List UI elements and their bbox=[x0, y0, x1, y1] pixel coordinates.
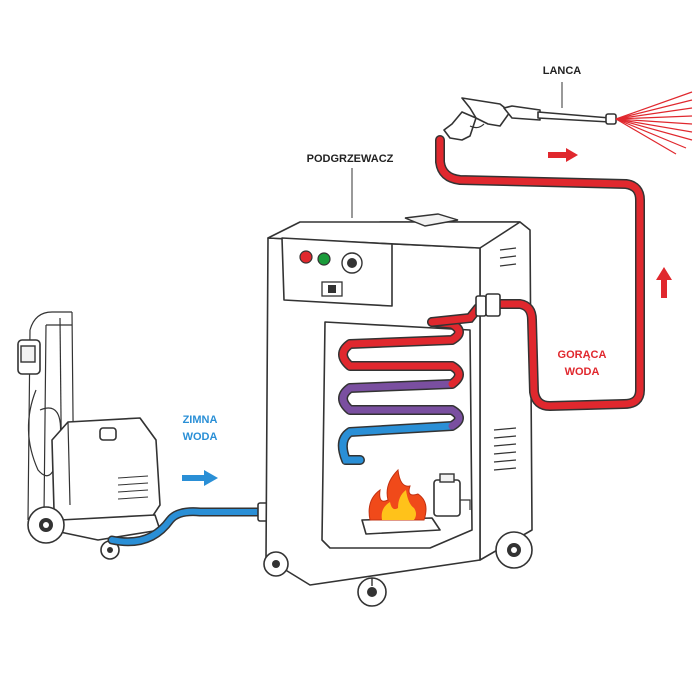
vent-grille bbox=[493, 247, 517, 471]
goraca-woda-label-line1: GORĄCA bbox=[558, 349, 607, 361]
goraca-woda-label-line2: WODA bbox=[565, 366, 600, 378]
power-switch-icon bbox=[321, 281, 343, 297]
arrow-up-icon bbox=[656, 267, 672, 298]
burner bbox=[361, 473, 471, 535]
control-panel bbox=[299, 250, 363, 297]
arrow-right-icon bbox=[548, 148, 578, 162]
dial-knob-icon bbox=[341, 252, 363, 274]
wheel-icon bbox=[27, 506, 65, 544]
pressure-washer-icon bbox=[17, 311, 161, 560]
lanca-label: LANCA bbox=[543, 65, 582, 77]
vent-grille bbox=[117, 475, 149, 500]
zimna-woda-label-line2: WODA bbox=[183, 431, 218, 443]
podgrzewacz-label: PODGRZEWACZ bbox=[307, 153, 394, 165]
arrow-right-icon bbox=[182, 470, 218, 486]
green-indicator-light bbox=[317, 252, 331, 266]
wheel-icon bbox=[357, 577, 387, 607]
wheel-icon bbox=[495, 531, 533, 569]
water-spray bbox=[615, 91, 693, 155]
wheel-icon bbox=[100, 540, 120, 560]
zimna-woda-label-line1: ZIMNA bbox=[183, 414, 218, 426]
red-indicator-light bbox=[299, 250, 313, 264]
wheel-icon bbox=[263, 551, 289, 577]
heating-coil bbox=[337, 317, 464, 465]
flame-icon bbox=[368, 468, 427, 521]
hose-connector bbox=[475, 293, 501, 317]
spray-lance-icon bbox=[443, 97, 617, 141]
